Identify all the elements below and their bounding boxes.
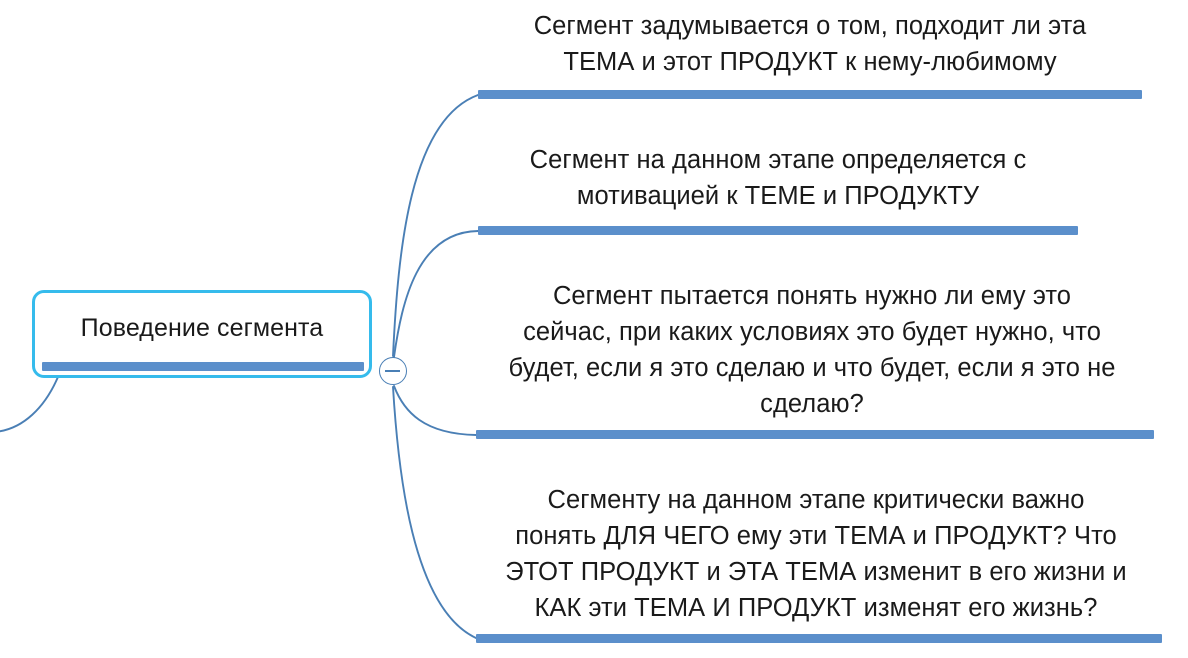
branch-node-3[interactable]: Сегмент пытается понять нужно ли ему это…: [470, 278, 1154, 422]
branch-2-label: Сегмент на данном этапе определяется с м…: [478, 142, 1078, 214]
branch-2-line-1: Сегмент на данном этапе определяется с: [529, 146, 1027, 174]
branch-node-4[interactable]: Сегменту на данном этапе критически важн…: [470, 482, 1162, 626]
branch-1-label: Сегмент задумывается о том, подходит ли …: [478, 8, 1142, 80]
branch-4-label: Сегменту на данном этапе критически важн…: [470, 482, 1162, 626]
minus-icon: [385, 370, 400, 372]
collapse-toggle-button[interactable]: [379, 357, 407, 385]
branch-4-line-3: ЭТОТ ПРОДУКТ и ЭТА ТЕМА изменит в его жи…: [505, 558, 1127, 586]
connector-branch-2: [393, 230, 479, 358]
connector-branch-1: [392, 94, 479, 357]
branch-3-underline: [476, 430, 1154, 439]
branch-node-2[interactable]: Сегмент на данном этапе определяется с м…: [478, 142, 1078, 214]
branch-node-1[interactable]: Сегмент задумывается о том, подходит ли …: [478, 8, 1142, 80]
branch-3-line-4: сделаю?: [760, 390, 864, 418]
branch-4-line-1: Сегменту на данном этапе критически важн…: [547, 486, 1085, 514]
branch-3-line-2: сейчас, при каких условиях это будет нуж…: [523, 318, 1101, 346]
branch-1-line-2: ТЕМА и этот ПРОДУКТ к нему-любимому: [563, 48, 1057, 76]
branch-3-label: Сегмент пытается понять нужно ли ему это…: [470, 278, 1154, 422]
branch-2-underline: [478, 226, 1078, 235]
branch-4-line-4: КАК эти ТЕМА И ПРОДУКТ изменят его жизнь…: [534, 594, 1098, 622]
connector-parent: [0, 371, 61, 433]
connector-branch-4: [392, 386, 477, 639]
branch-1-underline: [478, 90, 1142, 99]
connector-branch-3: [393, 385, 477, 436]
root-node-underline: [42, 362, 364, 371]
branch-4-line-2: понять ДЛЯ ЧЕГО ему эти ТЕМА и ПРОДУКТ? …: [515, 522, 1117, 550]
branch-3-line-1: Сегмент пытается понять нужно ли ему это: [552, 282, 1072, 310]
root-node-label: Поведение сегмента: [80, 314, 324, 343]
branch-1-line-1: Сегмент задумывается о том, подходит ли …: [533, 12, 1087, 40]
branch-3-line-3: будет, если я это сделаю и что будет, ес…: [508, 354, 1116, 382]
branch-4-underline: [476, 634, 1162, 643]
branch-2-line-2: мотивацией к ТЕМЕ и ПРОДУКТУ: [576, 182, 980, 210]
